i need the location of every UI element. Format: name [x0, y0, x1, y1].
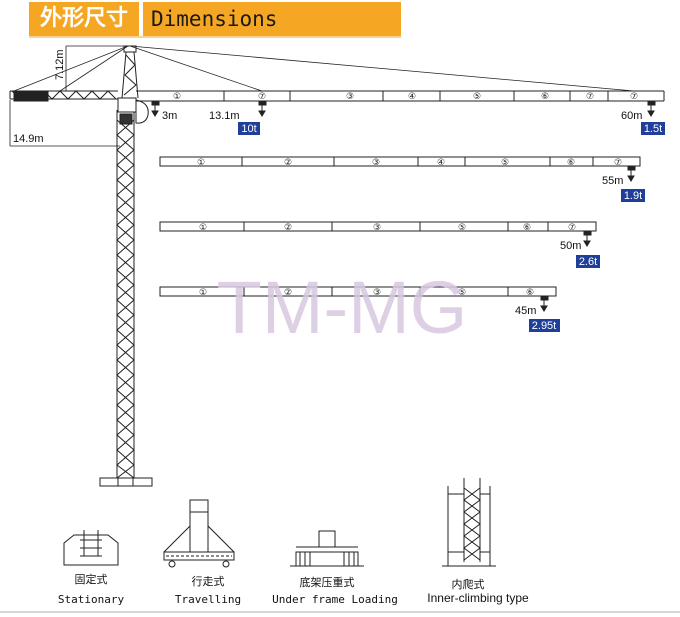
- hook-mid-radius: [258, 100, 267, 117]
- hook-tip-jib1: [647, 100, 656, 117]
- jib1-section-2: ⑦: [258, 92, 266, 102]
- jib2-load-label: 1.9t: [624, 190, 642, 202]
- jib4-section-2: ②: [284, 288, 292, 298]
- header-title-cn: 外形尺寸: [29, 2, 139, 36]
- jib3-section-2: ②: [284, 223, 292, 233]
- jib2-section-2: ②: [284, 158, 292, 168]
- jib4-load-label: 2.95t: [532, 320, 556, 332]
- jib1-section-labels: ① ⑦ ③ ④ ⑤ ⑥ ⑦ ⑦: [173, 92, 638, 102]
- stationary-label-en: Stationary: [58, 593, 125, 606]
- jib2-section-6: ⑥: [567, 158, 575, 168]
- jib3-section-3: ③: [373, 223, 381, 233]
- jib4-section-labels: ① ② ③ ⑤ ⑥: [199, 288, 534, 298]
- counter-jib-pendant: [13, 45, 129, 92]
- jib2-radius-label: 55m: [602, 175, 623, 187]
- hook-tip-jib3: [583, 230, 592, 247]
- jib3-section-6: ⑥: [523, 223, 531, 233]
- inner-climbing-icon: [442, 478, 496, 567]
- tower-mast: [99, 110, 153, 487]
- tower-head: [117, 45, 149, 125]
- jib-50m: [159, 221, 597, 232]
- jib2-section-1: ①: [197, 158, 205, 168]
- jib2-section-7: ⑦: [614, 158, 622, 168]
- jib1-load-label: 1.5t: [644, 123, 662, 135]
- jib-45m: [159, 286, 557, 297]
- mid-radius-label: 13.1m: [209, 110, 240, 122]
- main-jib: [136, 90, 665, 102]
- under-frame-loading-icon: [290, 530, 364, 567]
- jib2-section-labels: ① ② ③ ④ ⑤ ⑥ ⑦: [197, 158, 622, 168]
- min-radius-label: 3m: [162, 110, 177, 122]
- jib2-section-4: ④: [437, 158, 445, 168]
- top-height-label: 7.12m: [54, 49, 66, 80]
- jib3-section-1: ①: [199, 223, 207, 233]
- jib2-load-badge: [621, 189, 645, 202]
- jib3-section-labels: ① ② ③ ⑤ ⑥ ⑦: [199, 223, 576, 233]
- counter-jib: [9, 90, 118, 102]
- jib-55m: [159, 156, 641, 167]
- jib4-radius-label: 45m: [515, 305, 536, 317]
- jib1-radius-label: 60m: [621, 110, 642, 122]
- jib3-section-7: ⑦: [568, 223, 576, 233]
- jib1-section-8: ⑦: [630, 92, 638, 102]
- jib1-section-4: ④: [408, 92, 416, 102]
- under-frame-label-en: Under frame Loading: [272, 593, 398, 606]
- header-title-en: Dimensions: [143, 2, 401, 36]
- jib1-section-6: ⑥: [541, 92, 549, 102]
- counter-jib-dimension: [9, 100, 120, 147]
- jib4-section-5: ⑤: [458, 288, 466, 298]
- hook-tip-jib2: [627, 165, 636, 182]
- inner-climbing-label-en: Inner-climbing type: [427, 591, 529, 605]
- jib2-section-3: ③: [372, 158, 380, 168]
- counter-jib-label: 14.9m: [13, 133, 44, 145]
- inner-climbing-label-cn: 内爬式: [452, 577, 485, 591]
- jib4-section-6: ⑥: [526, 288, 534, 298]
- hook-tip-jib4: [540, 295, 549, 312]
- jib-pendant-ties: [129, 45, 635, 92]
- jib2-section-5: ⑤: [501, 158, 509, 168]
- travelling-base-icon: [163, 499, 235, 568]
- stationary-label-cn: 固定式: [75, 572, 108, 586]
- jib1-section-7: ⑦: [586, 92, 594, 102]
- stationary-base-icon: [63, 530, 119, 566]
- top-height-dimension: [65, 45, 128, 91]
- jib1-section-1: ①: [173, 92, 181, 102]
- jib3-radius-label: 50m: [560, 240, 581, 252]
- mid-load-label: 10t: [241, 123, 256, 135]
- jib4-section-1: ①: [199, 288, 207, 298]
- travelling-label-en: Travelling: [175, 593, 241, 606]
- jib1-section-3: ③: [346, 92, 354, 102]
- jib3-load-label: 2.6t: [579, 256, 597, 268]
- under-frame-label-cn: 底架压重式: [300, 575, 355, 589]
- travelling-label-cn: 行走式: [192, 575, 225, 588]
- jib4-load-badge: [529, 319, 560, 332]
- jib1-load-badge: [641, 122, 665, 135]
- mid-load-badge: [238, 122, 260, 135]
- hook-min-radius: [151, 100, 160, 117]
- watermark-text: TM-MG: [217, 266, 468, 349]
- jib3-load-badge: [576, 255, 600, 268]
- jib1-section-5: ⑤: [473, 92, 481, 102]
- jib4-section-3: ③: [373, 288, 381, 298]
- jib3-section-5: ⑤: [458, 223, 466, 233]
